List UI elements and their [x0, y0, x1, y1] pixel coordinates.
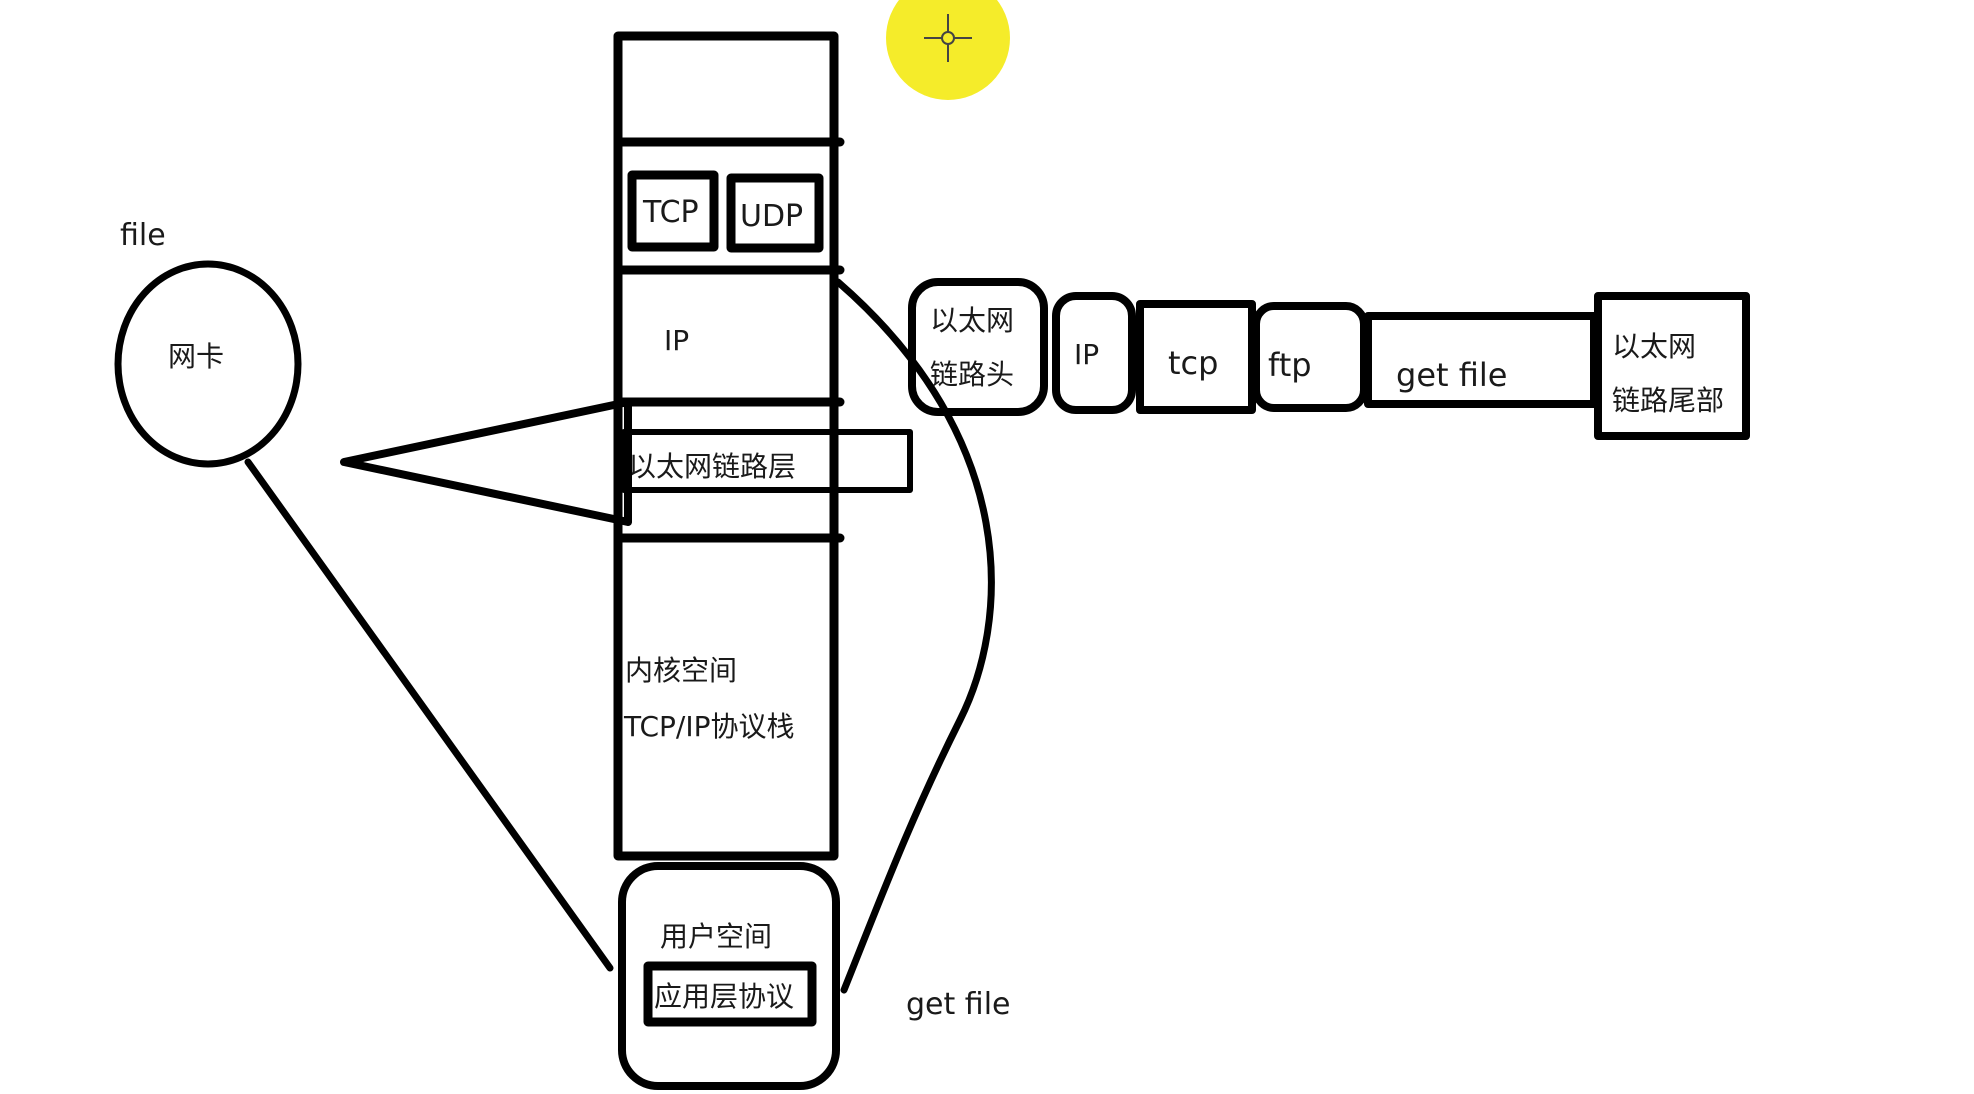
packet-eth-trailer-line1: 以太网: [1612, 330, 1696, 363]
protocol-stack: TCP UDP IP 以太网链路层 内核空间 TCP/IP协议栈: [613, 31, 913, 861]
udp-box: UDP: [726, 173, 824, 253]
file-label: file: [120, 218, 166, 253]
packet-eth-header-line1: 以太网: [930, 304, 1014, 337]
nic-label: 网卡: [168, 340, 224, 373]
tcp-box: TCP: [627, 170, 719, 252]
user-space: 用户空间 应用层协议: [618, 862, 840, 1090]
packet-ftp: ftp: [1252, 302, 1368, 412]
stack-to-packet-curve: [834, 278, 995, 994]
ethernet-link-layer: 以太网链路层: [621, 429, 913, 493]
get-file-label: get file: [906, 987, 1011, 1022]
ethernet-link-layer-label: 以太网链路层: [628, 450, 796, 483]
packet-payload: get file: [1364, 312, 1598, 408]
kernel-space-label: 内核空间: [625, 654, 737, 687]
packet-tcp: tcp: [1136, 300, 1256, 414]
packet-ip-label: IP: [1074, 338, 1099, 371]
packet-ip: IP: [1052, 292, 1136, 414]
udp-label: UDP: [740, 199, 803, 234]
link-layer-arrow: [340, 398, 632, 526]
tcp-ip-stack-label: TCP/IP协议栈: [623, 710, 794, 743]
crosshair-cursor-icon: [924, 14, 972, 62]
packet-frame: 以太网 链路头 IP tcp ftp get file 以太网 链路尾部: [908, 278, 1750, 440]
packet-eth-trailer-line2: 链路尾部: [1612, 384, 1724, 417]
stack-outline: [613, 31, 839, 861]
app-protocol-label: 应用层协议: [654, 980, 794, 1013]
nic: file 网卡: [114, 218, 302, 468]
nic-to-app-line: [244, 458, 614, 972]
app-protocol-box: [643, 961, 817, 1027]
tcp-label: TCP: [642, 195, 699, 230]
user-space-label: 用户空间: [660, 920, 772, 953]
packet-eth-header-line2: 链路头: [930, 358, 1014, 391]
ip-layer-label: IP: [664, 324, 689, 357]
packet-payload-label: get file: [1396, 356, 1507, 394]
user-space-box: [618, 862, 840, 1090]
nic-circle: [114, 260, 302, 468]
packet-tcp-label: tcp: [1168, 344, 1218, 382]
packet-eth-trailer: 以太网 链路尾部: [1594, 292, 1750, 440]
connectors: [244, 278, 995, 994]
cursor-highlight: [886, 0, 1010, 100]
packet-eth-header: 以太网 链路头: [908, 278, 1048, 416]
packet-ftp-label: ftp: [1268, 346, 1312, 384]
